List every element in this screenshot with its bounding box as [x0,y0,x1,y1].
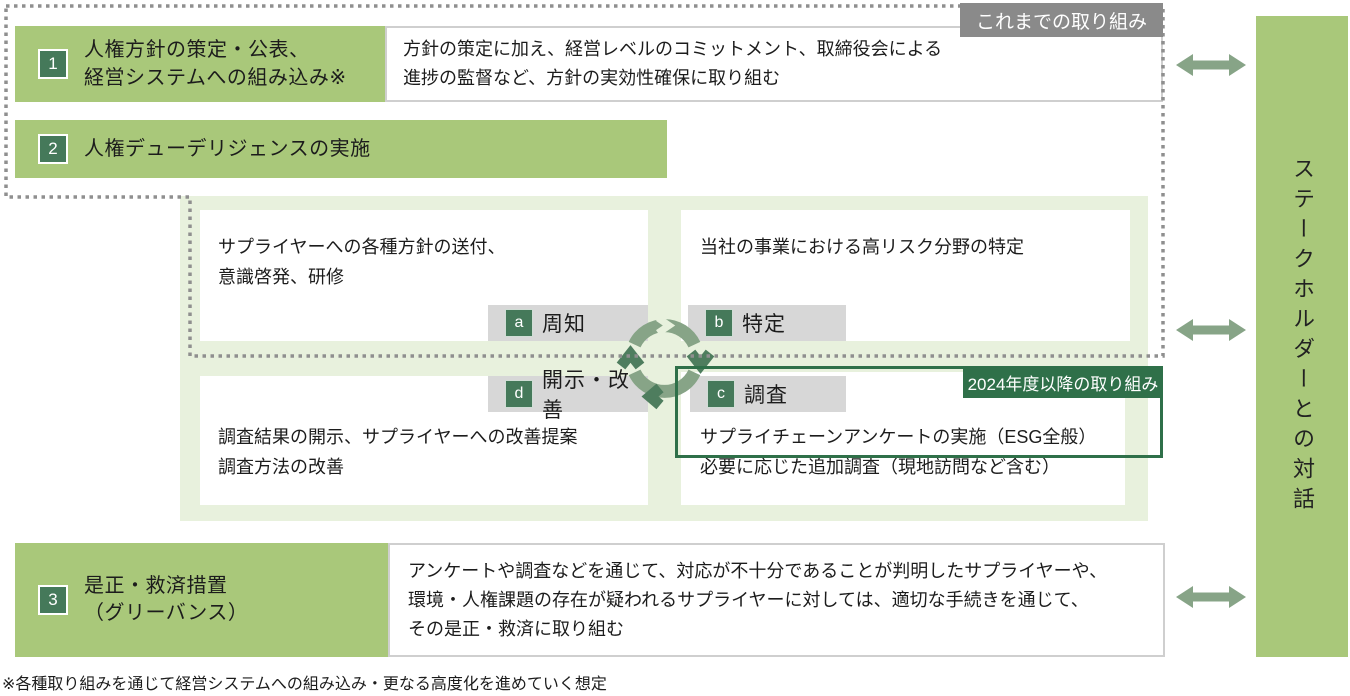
step1-title-line1: 人権方針の策定・公表、 [84,39,310,61]
cycle-a-desc-line1: サプライヤーへの各種方針の送付、 [218,237,506,257]
strip-c: c 調査 [690,376,846,412]
step2-bar: 2 人権デューデリジェンスの実施 [15,120,667,178]
cycle-box-b-text: 当社の事業における高リスク分野の特定 [700,232,1024,262]
cycle-a-desc-line2: 意識啓発、研修 [218,267,344,287]
future-initiatives-label: 2024年度以降の取り組み [963,366,1163,398]
step1-number-badge: 1 [38,49,68,79]
dialogue-arrow-bottom-icon [1176,586,1246,608]
step3-description-box: アンケートや調査などを通じて、対応が不十分であることが判明したサプライヤーや、 … [388,543,1165,657]
label-a: 周知 [542,313,586,336]
dialogue-arrow-top-icon [1176,54,1246,76]
step1-desc-line2: 進捗の監督など、方針の実効性確保に取り組む [403,68,781,88]
step1-desc-line1: 方針の策定に加え、経営レベルのコミットメント、取締役会による [403,39,943,59]
badge-c: c [707,380,735,408]
step2-number-badge: 2 [38,134,68,164]
step3-bar: 3 是正・救済措置 （グリーバンス） [15,543,388,657]
cycle-c-desc-line2: 必要に応じた追加調査（現地訪問など含む） [700,457,1060,477]
step3-title: 是正・救済措置 （グリーバンス） [84,573,248,627]
label-c: 調査 [744,384,788,407]
step3-desc-line1: アンケートや調査などを通じて、対応が不十分であることが判明したサプライヤーや、 [408,560,1108,581]
dialogue-arrow-middle-icon [1176,319,1246,341]
cycle-c-desc-line1: サプライチェーンアンケートの実施（ESG全般） [700,427,1097,447]
cycle-box-a-text: サプライヤーへの各種方針の送付、 意識啓発、研修 [218,232,505,292]
step1-bar: 1 人権方針の策定・公表、 経営システムへの組み込み※ [15,26,385,102]
step3-title-line1: 是正・救済措置 [84,575,228,597]
step1-title: 人権方針の策定・公表、 経営システムへの組み込み※ [84,36,347,92]
step2-title: 人権デューデリジェンスの実施 [84,138,371,160]
step1-title-line2: 経営システムへの組み込み※ [84,67,347,89]
cycle-box-c-text: サプライチェーンアンケートの実施（ESG全般） 必要に応じた追加調査（現地訪問な… [700,422,1096,482]
label-d: 開示・改善 [542,369,630,422]
cycle-d-desc-line1: 調査結果の開示、サプライヤーへの改善提案 [218,427,578,447]
label-b: 特定 [742,313,786,336]
cycle-box-d-text: 調査結果の開示、サプライヤーへの改善提案 調査方法の改善 [218,422,577,482]
step3-number-badge: 3 [38,585,68,615]
step1-description-box: 方針の策定に加え、経営レベルのコミットメント、取締役会による 進捗の監督など、方… [385,26,1163,102]
step3-desc-line2: 環境・人権課題の存在が疑われるサプライヤーに対しては、適切な手続きを通じて、 [408,589,1089,610]
future-initiatives-outline [675,366,1163,458]
badge-a: a [505,309,533,337]
step3-title-line2: （グリーバンス） [84,602,249,624]
strip-d: d 開示・改善 [488,369,648,422]
stakeholder-bar: ステークホルダーとの対話 [1256,16,1348,657]
past-initiatives-label: これまでの取り組み [960,3,1163,37]
cycle-d-desc-line2: 調査方法の改善 [218,457,344,477]
cycle-b-desc-line1: 当社の事業における高リスク分野の特定 [700,237,1024,257]
badge-d: d [505,380,533,408]
footnote: ※各種取り組みを通じて経営システムへの組み込み・更なる高度化を進めていく想定 [2,676,607,693]
stakeholder-bar-label: ステークホルダーとの対話 [1290,156,1315,517]
step3-desc-line3: その是正・救済に取り組む [408,618,624,639]
